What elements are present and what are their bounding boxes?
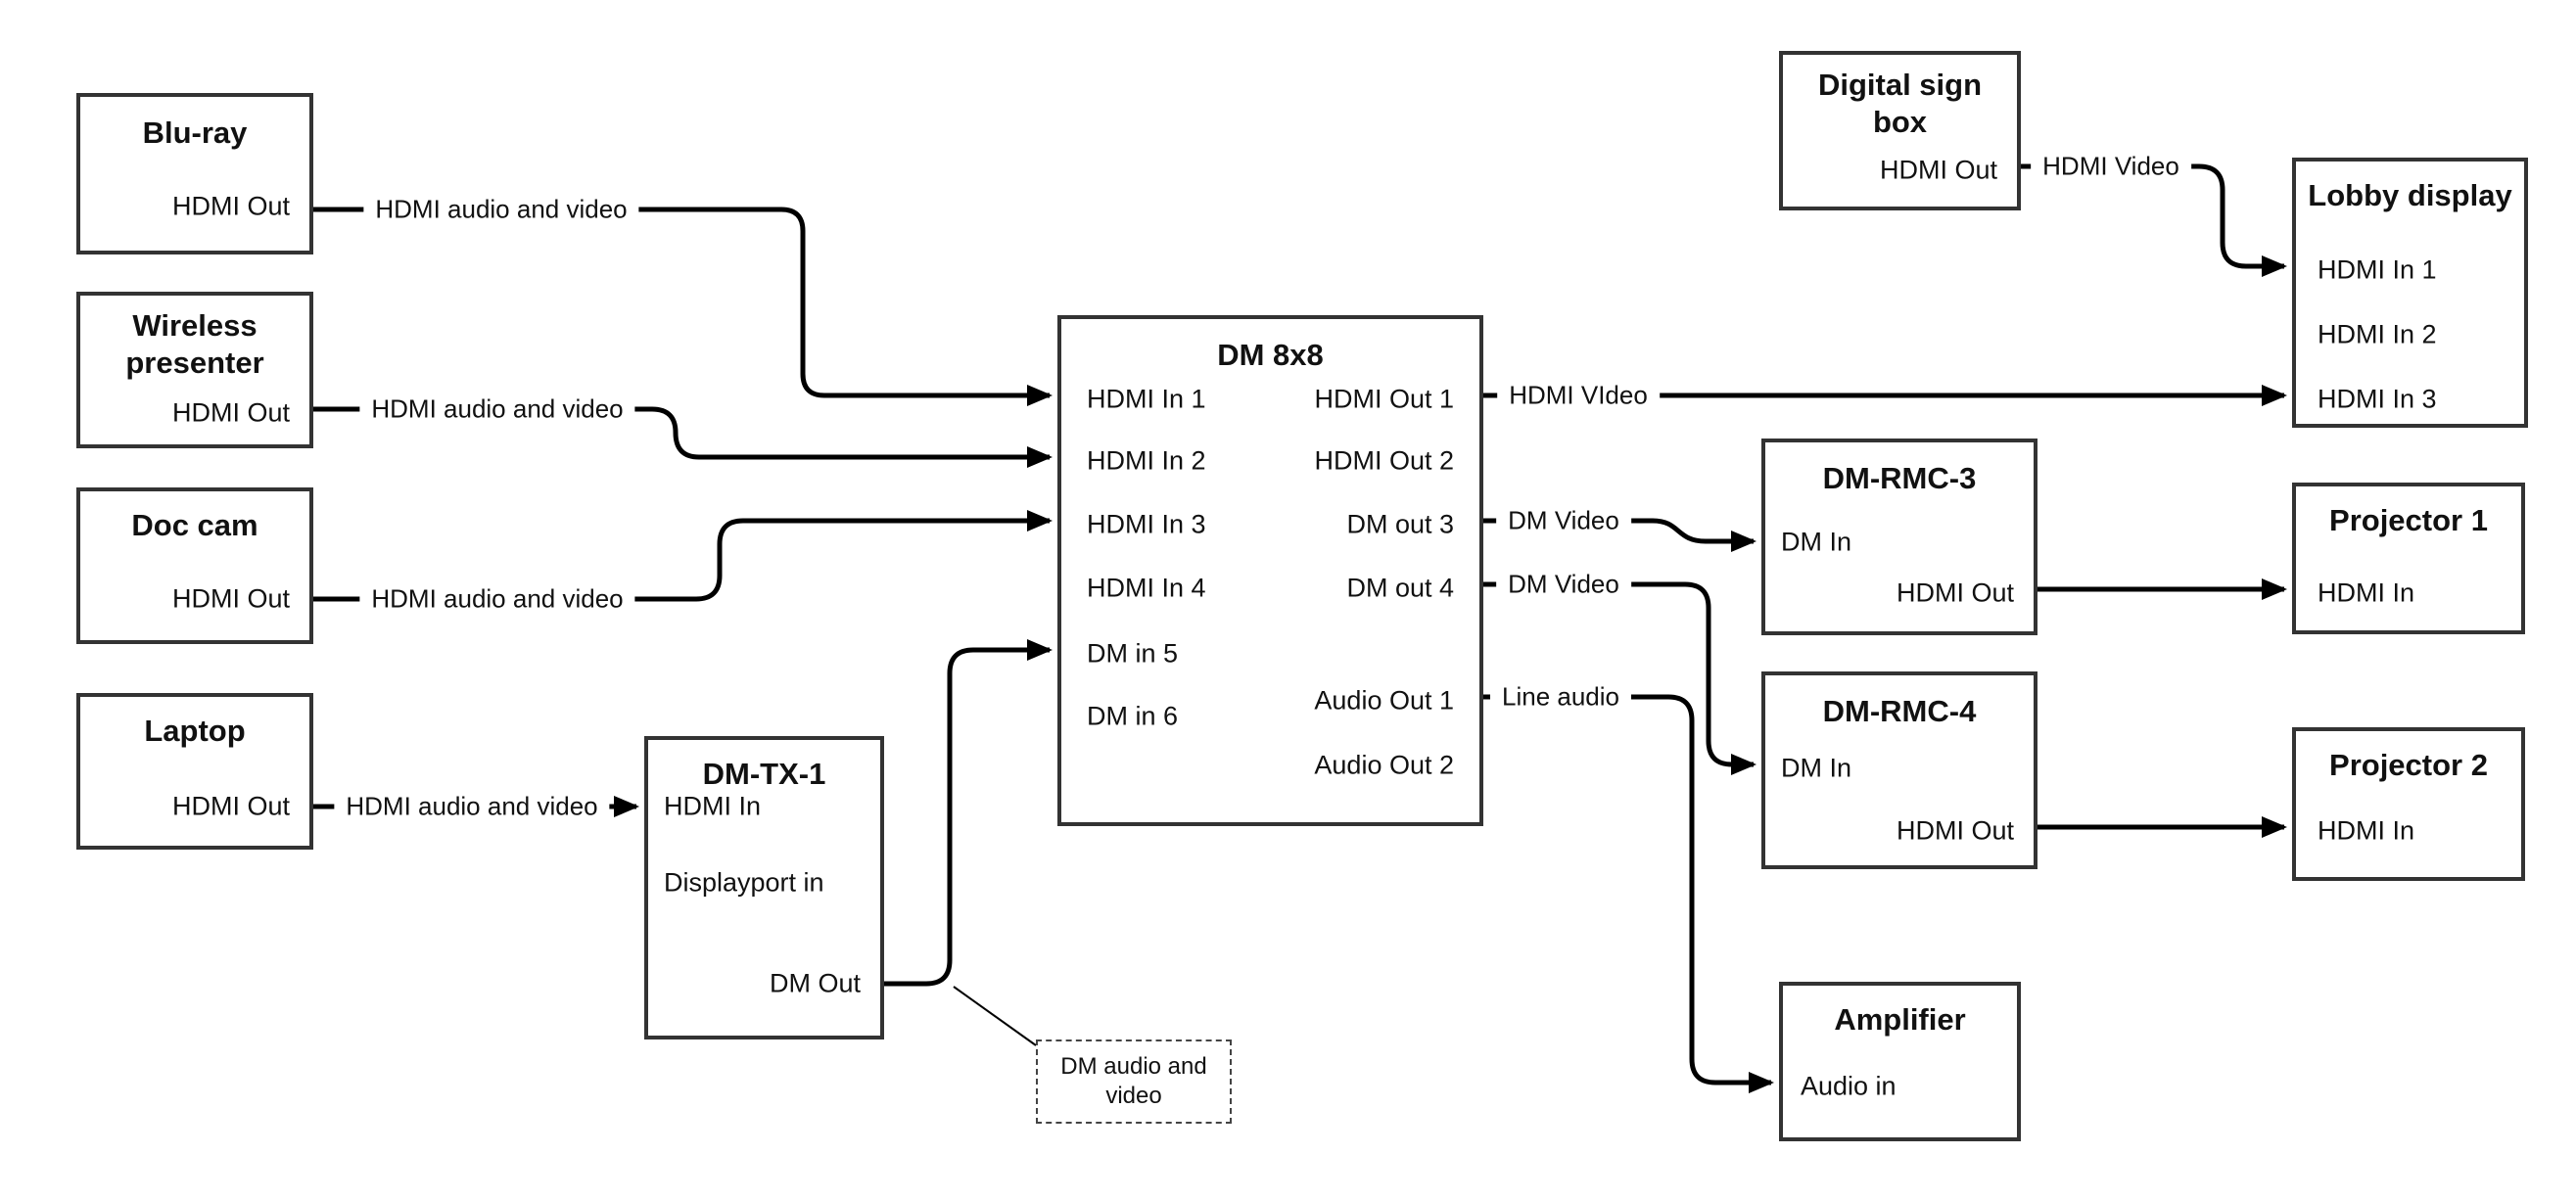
note-text: DM audio and video <box>1060 1053 1207 1109</box>
node-projector-1: Projector 1 HDMI In <box>2292 483 2525 634</box>
edge-label-dm-out-4-line: DM Video <box>1496 567 1631 602</box>
wire-dm8x8-out4-to-dmrmc4 <box>1483 581 1756 775</box>
edge-label-dm-out-3-line: DM Video <box>1496 503 1631 538</box>
port-bluray-hdmi-out: HDMI Out <box>171 191 290 221</box>
node-digital-sign-box: Digital sign box HDMI Out <box>1779 51 2021 210</box>
node-dm-8x8-title: DM 8x8 <box>1217 338 1324 372</box>
edge-label-bluray-line: HDMI audio and video <box>363 192 639 227</box>
node-dm-tx-1: DM-TX-1 HDMI In Displayport in DM Out <box>644 736 884 1039</box>
node-doc-cam: Doc cam HDMI Out <box>76 487 313 644</box>
port-projector2-hdmi-in: HDMI In <box>2318 815 2415 846</box>
node-bluray: Blu-ray HDMI Out <box>76 93 313 254</box>
wire-doccam-to-dm8x8-in3 <box>313 510 1053 602</box>
wire-signbox-to-lobby-in1 <box>2021 163 2287 277</box>
edge-label-wireless-line: HDMI audio and video <box>359 392 635 427</box>
node-dm-rmc-3-title: DM-RMC-3 <box>1822 461 1977 495</box>
node-dm-tx-1-title: DM-TX-1 <box>702 757 826 791</box>
edge-label-hdmi-out-1-line: HDMI VIdeo <box>1497 378 1660 413</box>
wire-dm8x8-out3-to-dmrmc3 <box>1483 518 1756 552</box>
port-dm8x8-dm-out-4: DM out 4 <box>1346 573 1454 603</box>
port-dmrmc3-dm-in: DM In <box>1781 527 1852 557</box>
port-dmrmc4-hdmi-out: HDMI Out <box>1896 815 2014 846</box>
node-dm-rmc-4: DM-RMC-4 DM In HDMI Out <box>1761 671 2037 869</box>
port-doccam-hdmi-out: HDMI Out <box>171 583 290 614</box>
note-dm-audio-and-video: DM audio and video <box>1036 1039 1232 1124</box>
wire-dm8x8-audio1-to-amplifier <box>1483 694 1774 1093</box>
node-wireless-presenter: Wireless presenter HDMI Out <box>76 292 313 448</box>
port-dmtx1-displayport-in: Displayport in <box>664 867 824 898</box>
port-dm8x8-dm-in-5: DM in 5 <box>1087 638 1179 669</box>
edge-label-laptop-line: HDMI audio and video <box>334 789 610 824</box>
port-dm8x8-hdmi-in-1: HDMI In 1 <box>1087 384 1206 414</box>
node-digital-sign-box-title: Digital sign box <box>1817 68 1983 139</box>
port-dm8x8-audio-out-2: Audio Out 2 <box>1314 750 1454 780</box>
port-dmrmc3-hdmi-out: HDMI Out <box>1896 577 2014 608</box>
node-doc-cam-title: Doc cam <box>131 508 258 542</box>
port-signbox-hdmi-out: HDMI Out <box>1879 155 1997 185</box>
node-projector-2-title: Projector 2 <box>2329 748 2488 782</box>
port-dmtx1-hdmi-in: HDMI In <box>664 791 762 821</box>
note-connector-line <box>953 986 1037 1046</box>
port-lobby-hdmi-in-2: HDMI In 2 <box>2318 319 2437 349</box>
port-dm8x8-hdmi-in-2: HDMI In 2 <box>1087 445 1206 476</box>
wire-dmtx1-to-dm8x8-in5 <box>884 639 1053 987</box>
port-amplifier-audio-in: Audio in <box>1801 1071 1897 1101</box>
port-projector1-hdmi-in: HDMI In <box>2318 577 2415 608</box>
node-projector-1-title: Projector 1 <box>2329 503 2488 537</box>
port-dm8x8-hdmi-in-3: HDMI In 3 <box>1087 509 1206 539</box>
node-amplifier-title: Amplifier <box>1834 1002 1966 1037</box>
edge-label-doccam-line: HDMI audio and video <box>359 581 635 617</box>
port-wireless-hdmi-out: HDMI Out <box>171 397 290 428</box>
edge-label-signbox-line: HDMI Video <box>2031 149 2191 184</box>
port-laptop-hdmi-out: HDMI Out <box>171 791 290 821</box>
wire-bluray-to-dm8x8-in1 <box>313 207 1053 406</box>
port-dm8x8-hdmi-out-2: HDMI Out 2 <box>1314 445 1454 476</box>
wire-wireless-to-dm8x8-in2 <box>313 406 1053 468</box>
node-dm-rmc-3: DM-RMC-3 DM In HDMI Out <box>1761 439 2037 635</box>
port-dm8x8-hdmi-out-1: HDMI Out 1 <box>1314 384 1454 414</box>
node-dm-8x8: DM 8x8 HDMI In 1 HDMI In 2 HDMI In 3 HDM… <box>1057 315 1483 826</box>
edge-label-audio-out-1-line: Line audio <box>1490 679 1631 715</box>
node-projector-2: Projector 2 HDMI In <box>2292 727 2525 881</box>
port-dmrmc4-dm-in: DM In <box>1781 753 1852 783</box>
node-laptop-title: Laptop <box>144 714 246 748</box>
node-bluray-title: Blu-ray <box>142 115 248 150</box>
node-laptop: Laptop HDMI Out <box>76 693 313 850</box>
port-lobby-hdmi-in-1: HDMI In 1 <box>2318 254 2437 285</box>
node-lobby-display-title: Lobby display <box>2308 178 2512 212</box>
port-dm8x8-dm-in-6: DM in 6 <box>1087 701 1179 731</box>
port-dm8x8-audio-out-1: Audio Out 1 <box>1314 685 1454 716</box>
node-wireless-presenter-title: Wireless presenter <box>125 308 264 380</box>
port-lobby-hdmi-in-3: HDMI In 3 <box>2318 384 2437 414</box>
port-dm8x8-dm-out-3: DM out 3 <box>1346 509 1454 539</box>
node-dm-rmc-4-title: DM-RMC-4 <box>1822 694 1977 728</box>
port-dmtx1-dm-out: DM Out <box>769 968 861 998</box>
port-dm8x8-hdmi-in-4: HDMI In 4 <box>1087 573 1206 603</box>
node-amplifier: Amplifier Audio in <box>1779 982 2021 1141</box>
node-lobby-display: Lobby display HDMI In 1 HDMI In 2 HDMI I… <box>2292 158 2528 428</box>
